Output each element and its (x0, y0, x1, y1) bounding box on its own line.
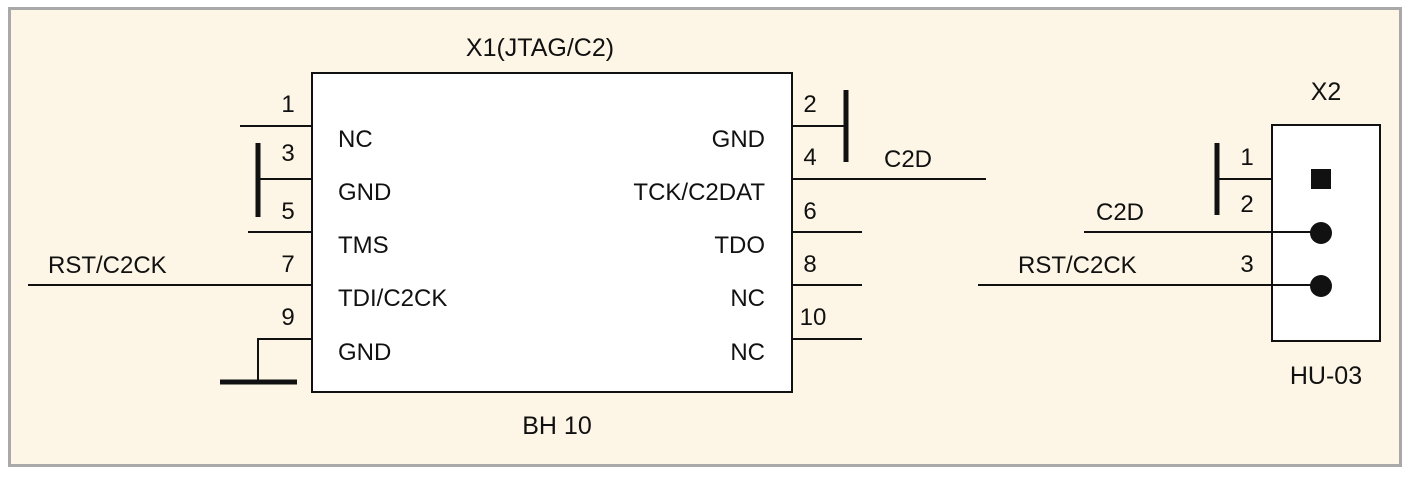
x1-part-label: BH 10 (522, 412, 591, 440)
x2-pin2-dot (1310, 222, 1332, 244)
x1-pin-name-tck: TCK/C2DAT (633, 179, 765, 206)
x1-title: X1(JTAG/C2) (466, 34, 614, 62)
x1-pin-name-tdo: TDO (714, 232, 765, 259)
x2-pin-num-2: 2 (1240, 191, 1253, 218)
x2-part-label: HU-03 (1290, 362, 1362, 390)
x2-pin-num-1: 1 (1240, 144, 1253, 171)
x1-pin-num-7: 7 (281, 251, 294, 278)
x1-pin-num-3: 3 (281, 140, 294, 167)
net-label-rst-left: RST/C2CK (48, 252, 167, 279)
x1-pin-name-nc: NC (338, 126, 373, 153)
x1-pin-name-tms: TMS (338, 232, 389, 259)
x1-pin-num-4: 4 (803, 144, 816, 171)
net-label-c2d-x2: C2D (1096, 199, 1144, 226)
x1-pin-num-8: 8 (803, 251, 816, 278)
x1-pin-num-6: 6 (803, 198, 816, 225)
x1-body (311, 72, 793, 393)
x2-pin-num-3: 3 (1240, 251, 1253, 278)
x1-pin-name-gnd: GND (338, 179, 391, 206)
net-label-c2d-x1: C2D (884, 146, 932, 173)
x1-pin-num-2: 2 (803, 91, 816, 118)
x1-pin-name-nc-r1: NC (730, 285, 765, 312)
x1-pin-name-tdi: TDI/C2CK (338, 285, 447, 312)
x2-pin1-square (1311, 169, 1331, 189)
x1-pin-num-5: 5 (281, 198, 294, 225)
x1-pin-name-nc-r2: NC (730, 339, 765, 366)
x1-pin9-lead (257, 338, 312, 381)
x1-pin-num-10: 10 (800, 304, 827, 331)
x1-pin-name-gnd-2: GND (338, 339, 391, 366)
x1-pin-num-1: 1 (281, 91, 294, 118)
x2-title: X2 (1311, 78, 1342, 106)
x1-pin-name-gnd-r: GND (712, 126, 765, 153)
x1-pin-num-9: 9 (281, 304, 294, 331)
net-label-rst-x2: RST/C2CK (1018, 252, 1137, 279)
x2-pin3-dot (1310, 275, 1332, 297)
